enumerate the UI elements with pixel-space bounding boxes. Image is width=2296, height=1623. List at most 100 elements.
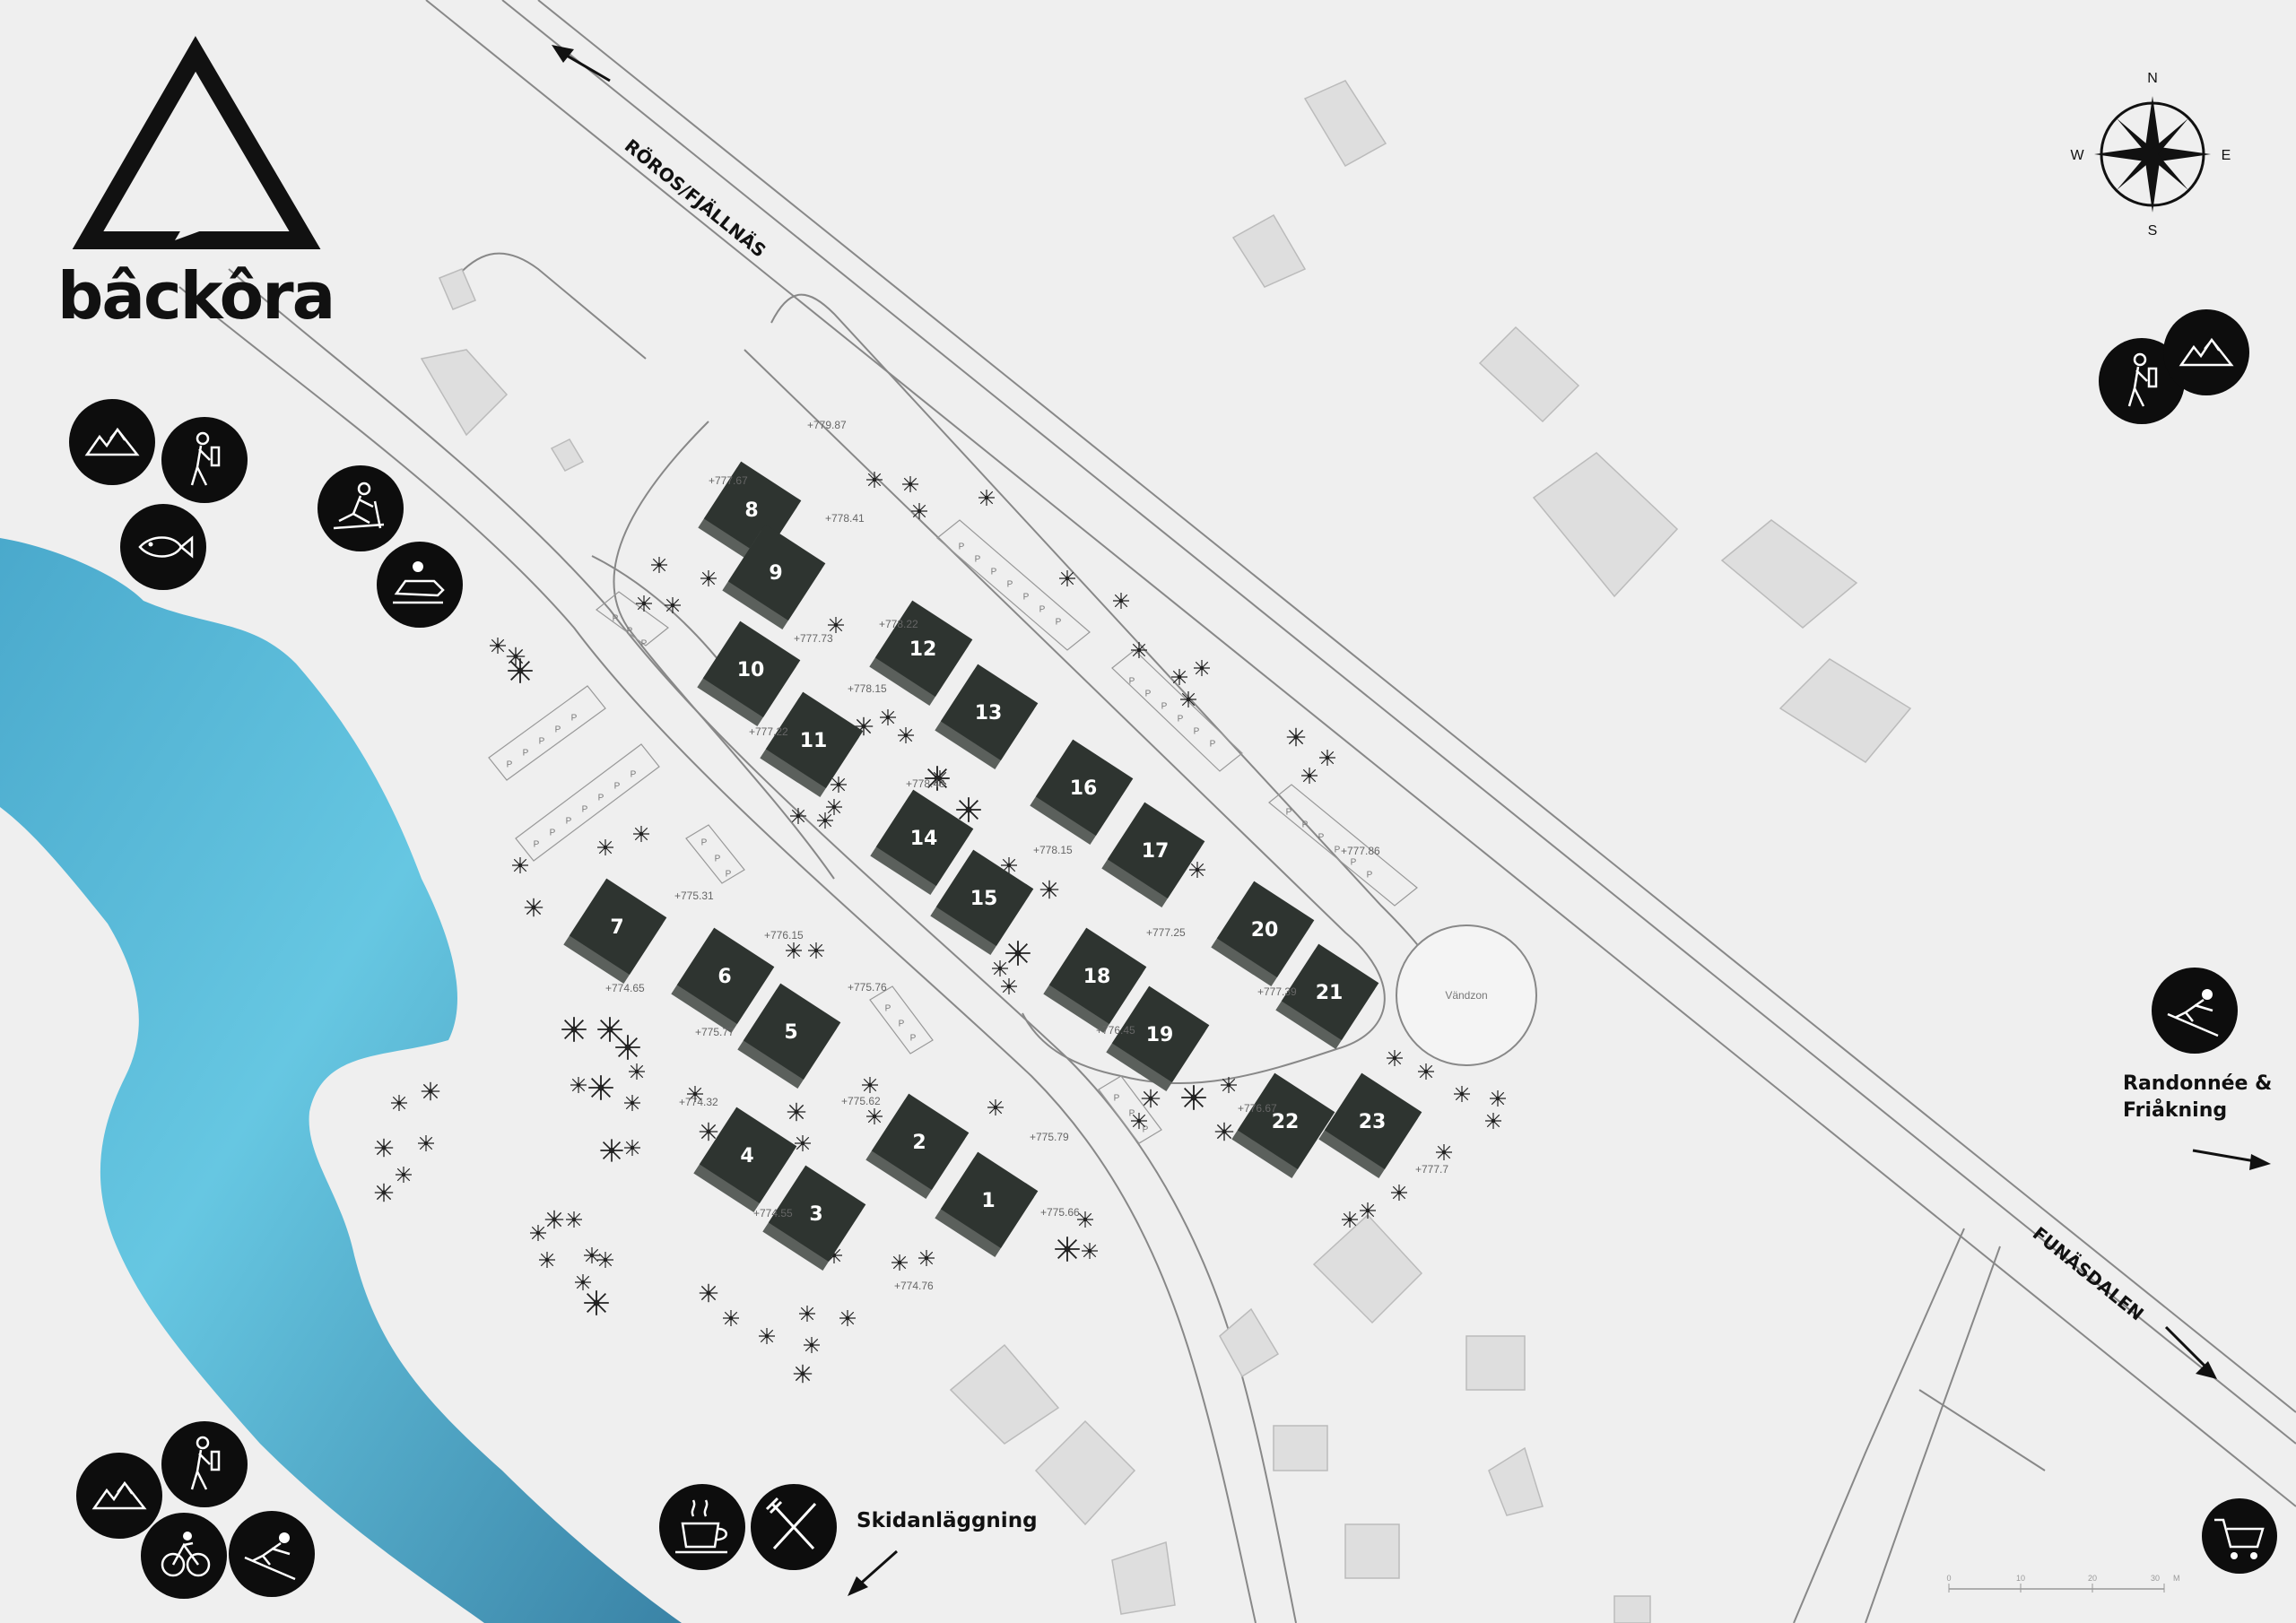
fork-knife-icon — [751, 1484, 837, 1570]
parking-p: P — [1210, 740, 1216, 750]
scale-tick-1: 10 — [2016, 1574, 2025, 1583]
plot-15[interactable]: 15 — [930, 849, 1034, 956]
plot-4[interactable]: 4 — [693, 1107, 797, 1213]
tree-icon — [1359, 1202, 1377, 1219]
parking-p: P — [1129, 677, 1135, 687]
parking-p: P — [991, 568, 997, 577]
plot-18[interactable]: 18 — [1043, 927, 1147, 1034]
plot-3[interactable]: 3 — [762, 1165, 866, 1271]
plot-1[interactable]: 1 — [935, 1151, 1039, 1258]
plot-5[interactable]: 5 — [737, 983, 841, 1089]
plot-16[interactable]: 16 — [1030, 739, 1134, 846]
elevation-label: +778.22 — [879, 618, 918, 630]
plot-13-number: 13 — [975, 702, 1003, 725]
elevation-label: +775.62 — [841, 1095, 881, 1107]
tree-icon — [614, 1034, 641, 1061]
tree-icon — [1286, 727, 1306, 747]
plot-17[interactable]: 17 — [1101, 802, 1205, 908]
tree-icon — [901, 475, 919, 493]
elevation-label: +775.76 — [848, 981, 887, 994]
plot-22[interactable]: 22 — [1231, 1072, 1335, 1179]
road-label-funasdalen-text: FUNÄSDALEN — [2029, 1222, 2148, 1324]
parking-p: P — [641, 639, 648, 649]
tree-icon — [910, 502, 928, 520]
elevation-label: +778.15 — [848, 682, 887, 695]
plot-14[interactable]: 14 — [870, 789, 974, 896]
tree-icon — [1214, 1122, 1234, 1141]
tree-icon — [1386, 1049, 1404, 1067]
main-road — [425, 0, 2296, 1507]
plot-7-number: 7 — [610, 916, 623, 939]
elevation-label: +777.7 — [1415, 1163, 1448, 1176]
elevation-label: +774.65 — [605, 982, 645, 994]
downhill-ski-icon — [229, 1511, 315, 1597]
randonnee-label-line1: Randonnée & — [2123, 1072, 2272, 1095]
elevation-label: +778.41 — [825, 512, 865, 525]
parking-p: P — [1286, 808, 1292, 818]
compass-n: N — [2147, 71, 2158, 86]
coffee-cup-icon — [659, 1484, 745, 1570]
parking-p: P — [959, 542, 965, 552]
tree-icon — [978, 489, 996, 507]
plot-23[interactable]: 23 — [1318, 1072, 1422, 1179]
road-label-roros: RÖROS/FJÄLLNÄS — [552, 45, 770, 262]
elevation-labels: +779.87+777.67+778.41+777.73+778.22+778.… — [605, 419, 1448, 1292]
elevation-label: +779.87 — [807, 419, 847, 431]
parking-p: P — [550, 829, 556, 838]
plot-7[interactable]: 7 — [563, 878, 667, 985]
tree-icon — [511, 856, 529, 874]
elevation-label: +775.66 — [1040, 1206, 1080, 1219]
elevation-label: +777.73 — [794, 632, 833, 645]
parking-p: P — [1007, 580, 1013, 590]
parking-p: P — [885, 1004, 891, 1014]
tree-icon — [1000, 977, 1018, 995]
tree-icon — [918, 1249, 935, 1267]
tree-icon — [830, 776, 848, 794]
tree-icon — [1081, 1242, 1099, 1260]
plot-20[interactable]: 20 — [1211, 881, 1315, 987]
shopping-cart-icon — [2202, 1498, 2277, 1574]
tree-icon — [374, 1138, 394, 1158]
plot-8-number: 8 — [744, 499, 758, 522]
plot-12[interactable]: 12 — [869, 600, 973, 707]
plot-16-number: 16 — [1070, 777, 1098, 800]
elevation-label: +776.45 — [1096, 1024, 1135, 1037]
parking-p: P — [555, 725, 561, 735]
inner-loop-road — [591, 293, 1441, 1084]
road-label-funasdalen: FUNÄSDALEN — [2029, 1222, 2217, 1379]
tree-icon — [599, 1138, 624, 1163]
tree-icon — [538, 1251, 556, 1269]
turnaround-label: Vändzon — [1445, 989, 1487, 1002]
parking-p: P — [539, 737, 545, 747]
tree-icon — [395, 1166, 413, 1184]
parking-p: P — [1161, 702, 1168, 712]
tree-icon — [700, 569, 718, 587]
plot-10-number: 10 — [737, 659, 765, 681]
tree-icon — [1220, 1076, 1238, 1094]
plot-21[interactable]: 21 — [1275, 943, 1379, 1050]
plot-6[interactable]: 6 — [671, 927, 775, 1034]
elevation-label: +777.22 — [749, 725, 788, 738]
cross-country-ski-icon — [317, 465, 404, 551]
tree-icon — [758, 1327, 776, 1345]
plot-9[interactable]: 9 — [722, 524, 826, 630]
plot-23-number: 23 — [1359, 1111, 1387, 1133]
plot-2[interactable]: 2 — [865, 1093, 970, 1200]
plot-22-number: 22 — [1272, 1111, 1300, 1133]
plot-15-number: 15 — [970, 888, 998, 910]
plot-19[interactable]: 19 — [1106, 985, 1210, 1092]
tree-icon — [574, 1273, 592, 1291]
parking-p: P — [1023, 593, 1030, 603]
parking-p: P — [566, 817, 572, 827]
plot-10[interactable]: 10 — [697, 621, 801, 727]
parking-p: P — [631, 770, 637, 780]
plot-13[interactable]: 13 — [935, 664, 1039, 770]
plot-17-number: 17 — [1142, 840, 1170, 863]
tree-icon — [825, 798, 843, 816]
plot-11[interactable]: 11 — [760, 691, 864, 798]
plot-14-number: 14 — [910, 828, 938, 850]
turnaround-circle — [1396, 924, 1537, 1066]
tree-icon — [1318, 749, 1336, 767]
parking-p: P — [1056, 618, 1062, 628]
